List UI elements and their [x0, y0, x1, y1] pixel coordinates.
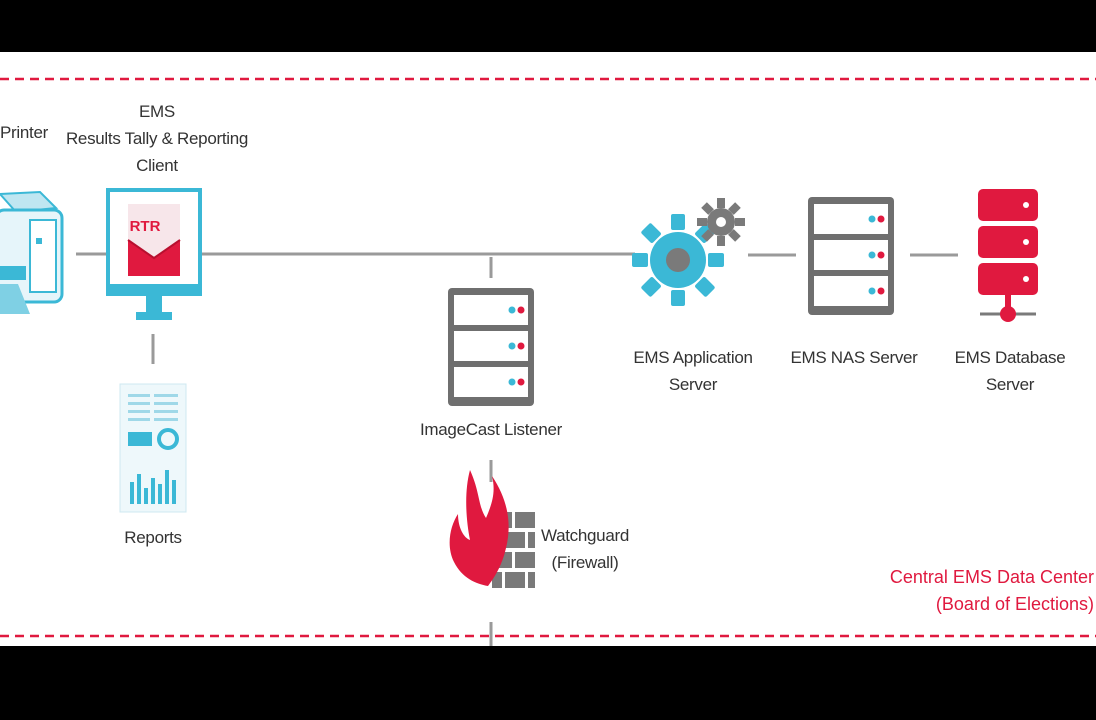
server-icon	[448, 288, 534, 406]
diagram-canvas: RTR	[0, 52, 1096, 646]
reports-label: Reports	[124, 528, 182, 547]
database-icon	[978, 189, 1038, 322]
rtr-badge: RTR	[130, 218, 161, 235]
zone-label: Central EMS Data Center (Board of Electi…	[889, 567, 1094, 614]
app-server-label: EMS Application Server	[633, 348, 753, 394]
firewall-label: Watchguard (Firewall)	[540, 526, 630, 572]
network-diagram: RTR	[0, 77, 1096, 646]
rtr-client-label: EMS Results Tally & Reporting Client	[65, 102, 249, 175]
connections	[76, 252, 958, 646]
server-icon	[808, 197, 894, 315]
firewall-icon	[449, 470, 535, 588]
monitor-icon: RTR	[106, 188, 202, 320]
printer-icon	[0, 190, 64, 314]
report-icon	[119, 383, 187, 513]
imagecast-listener-label: ImageCast Listener	[419, 420, 562, 439]
nas-server-label: EMS NAS Server	[790, 348, 918, 367]
db-server-label: EMS Database Server	[954, 348, 1066, 394]
gear-icon	[632, 198, 745, 306]
printer-label: Printer	[0, 123, 48, 142]
